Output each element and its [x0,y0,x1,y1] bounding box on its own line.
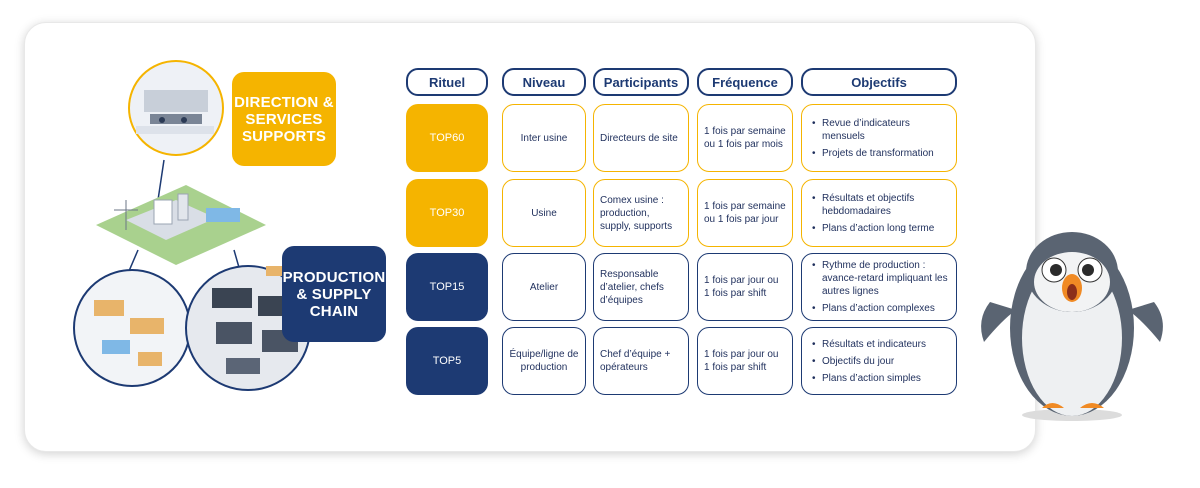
participants-cell: Chef d’équipe + opérateurs [593,327,689,395]
frequence-cell: 1 fois par semaine ou 1 fois par mois [697,104,793,172]
objectifs-cell: Résultats et objectifs hebdomadaires Pla… [801,179,957,247]
objectif-item: Résultats et objectifs hebdomadaires [812,192,950,218]
objectifs-cell: Rythme de production : avance-retard imp… [801,253,957,321]
ritual-top60: TOP60 [406,104,488,172]
header-frequence: Fréquence [697,68,793,96]
production-label: PRODUCTION & SUPPLY CHAIN [282,246,386,342]
objectifs-cell: Résultats et indicateurs Objectifs du jo… [801,327,957,395]
header-participants: Participants [593,68,689,96]
niveau-cell: Inter usine [502,104,586,172]
objectif-item: Revue d’indicateurs mensuels [812,117,950,143]
ritual-top15: TOP15 [406,253,488,321]
objectif-item: Résultats et indicateurs [812,338,926,351]
niveau-cell: Usine [502,179,586,247]
objectif-item: Plans d’action complexes [812,302,950,315]
frequence-cell: 1 fois par semaine ou 1 fois par jour [697,179,793,247]
objectif-item: Plans d’action long terme [812,222,950,235]
direction-label: DIRECTION & SERVICES SUPPORTS [232,72,336,166]
participants-cell: Directeurs de site [593,104,689,172]
niveau-cell: Atelier [502,253,586,321]
penguin-icon [981,232,1163,421]
header-niveau: Niveau [502,68,586,96]
participants-cell: Comex usine : production, supply, suppor… [593,179,689,247]
participants-cell: Responsable d’atelier, chefs d’équipes [593,253,689,321]
objectifs-cell: Revue d’indicateurs mensuels Projets de … [801,104,957,172]
niveau-cell: Équipe/ligne de production [502,327,586,395]
objectif-item: Plans d’action simples [812,372,926,385]
header-rituel: Rituel [406,68,488,96]
frequence-cell: 1 fois par jour ou 1 fois par shift [697,253,793,321]
ritual-top30: TOP30 [406,179,488,247]
header-objectifs: Objectifs [801,68,957,96]
frequence-cell: 1 fois par jour ou 1 fois par shift [697,327,793,395]
objectif-item: Projets de transformation [812,147,950,160]
objectif-item: Rythme de production : avance-retard imp… [812,259,950,298]
factory-illustration [73,60,311,391]
objectif-item: Objectifs du jour [812,355,926,368]
ritual-top5: TOP5 [406,327,488,395]
